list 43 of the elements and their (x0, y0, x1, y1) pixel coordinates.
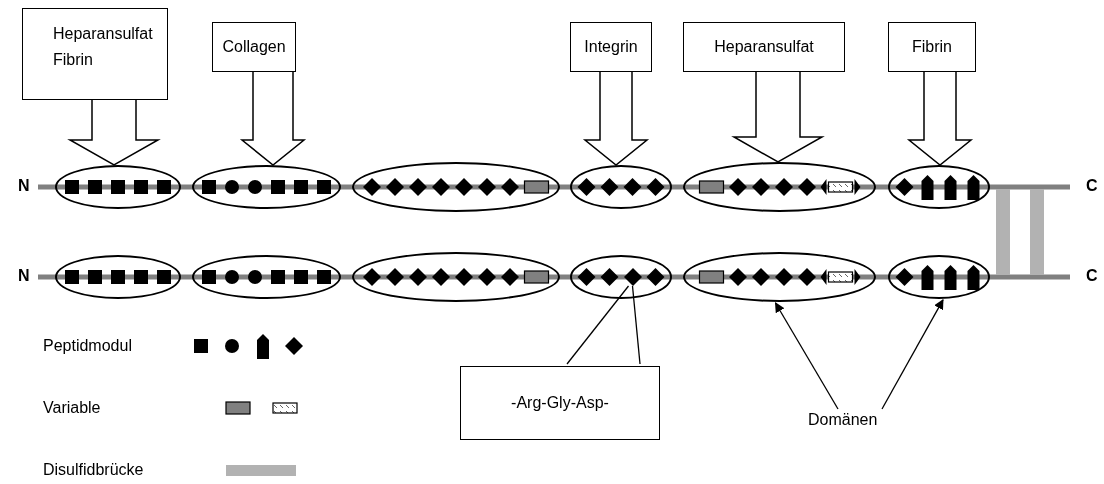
domain-ellipse (352, 162, 560, 212)
domain-ellipse (352, 252, 560, 302)
callout-box (888, 22, 976, 72)
domain-ellipse (192, 165, 341, 209)
domain-ellipse (55, 165, 181, 209)
domain-ellipse (683, 252, 876, 302)
block-arrow (731, 71, 825, 163)
arrow (881, 299, 944, 410)
legend-label: Variable (43, 399, 101, 417)
callout-label: Heparansulfat (53, 25, 153, 43)
domain-ellipse (192, 255, 341, 299)
block-arrow (239, 71, 307, 166)
domain-ellipse (683, 162, 876, 212)
block-arrow (67, 99, 161, 166)
legend-label: Disulfidbrücke (43, 461, 144, 479)
callout-box (683, 22, 845, 72)
callout-box (22, 8, 168, 100)
leader-line (631, 285, 641, 365)
callout-box (460, 366, 660, 440)
leader-line (566, 285, 630, 365)
callout-label: Heparansulfat (713, 38, 815, 56)
terminus-label: N (18, 267, 30, 285)
block-arrow (582, 71, 650, 166)
callout-label: -Arg-Gly-Asp- (510, 394, 610, 412)
domain-ellipse (570, 165, 672, 209)
legend-label: Peptidmodul (43, 337, 132, 355)
terminus-label: N (18, 177, 30, 195)
domain-ellipse (55, 255, 181, 299)
arrow (774, 302, 839, 410)
block-arrow (906, 71, 974, 166)
callout-label: Fibrin (911, 38, 953, 56)
diamond-module (623, 268, 642, 286)
annotation-label: Domänen (808, 411, 878, 429)
domain-ellipse (888, 165, 990, 209)
callout-box (570, 22, 652, 72)
terminus-label: C (1086, 267, 1098, 285)
callout-label: Collagen (221, 38, 287, 56)
callout-label: Fibrin (53, 51, 93, 69)
callout-label: Integrin (583, 38, 639, 56)
callout-box (212, 22, 296, 72)
domain-ellipse (888, 255, 990, 299)
domain-ellipse (570, 255, 672, 299)
terminus-label: C (1086, 177, 1098, 195)
